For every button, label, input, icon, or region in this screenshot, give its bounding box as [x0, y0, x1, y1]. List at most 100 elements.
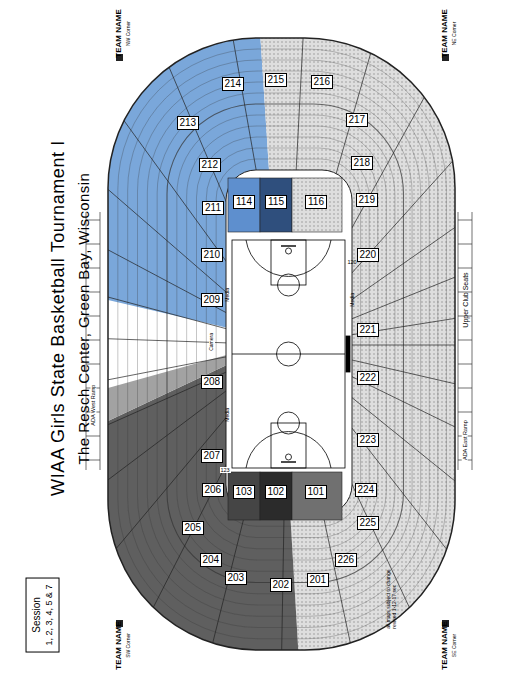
section-label: 207 — [204, 450, 221, 462]
three-point-arc — [246, 432, 331, 468]
section-number: 210 — [201, 248, 224, 262]
section-number: 101 — [305, 485, 328, 499]
rail — [100, 212, 101, 470]
section-number: 207 — [201, 449, 224, 463]
seat-row — [128, 60, 438, 628]
heading-text: TEAM NAME — [439, 621, 451, 669]
free-throw-circle — [278, 274, 300, 296]
heading-text: TEAM NAME — [439, 9, 451, 57]
note-label: Media — [225, 287, 231, 303]
seat-row — [157, 93, 412, 594]
detail-text: 1, 2, 3, 4, 5 & 7 — [42, 584, 54, 645]
section-number: 214 — [222, 77, 245, 91]
detail-text: NE Corner — [451, 9, 458, 57]
heading-text: TEAM NAME — [113, 9, 125, 57]
seat-row — [118, 49, 447, 639]
scorer-table — [346, 336, 350, 372]
section-number: 209 — [201, 293, 224, 307]
section-label: 116 — [308, 196, 324, 208]
section-label: 212 — [202, 159, 219, 171]
section-label: 210 — [204, 249, 221, 261]
basketball-court — [232, 240, 350, 468]
section-number: 114 — [233, 195, 255, 209]
section-number: 103 — [233, 485, 256, 499]
section-number: 225 — [357, 516, 380, 530]
section-label: 205 — [185, 522, 202, 534]
backboard — [281, 461, 296, 462]
rail-tick — [458, 364, 472, 365]
backboard — [281, 245, 296, 246]
section-label: 225 — [360, 517, 377, 529]
section-label: 213 — [180, 117, 197, 129]
detail-text: SW Corner — [125, 621, 132, 669]
seat-row — [206, 148, 369, 538]
section-label: 208 — [204, 376, 221, 388]
corner-markers — [116, 54, 449, 627]
section-number: 206 — [202, 483, 225, 497]
team-name-label: TEAM NAMENE Corner — [438, 7, 459, 59]
seat-rows — [118, 49, 447, 639]
section-number: 211 — [202, 201, 224, 215]
rails — [86, 212, 472, 470]
rail — [458, 212, 459, 470]
section-number: 217 — [346, 113, 369, 127]
section-number: 220 — [357, 248, 380, 262]
section-label: 217 — [349, 114, 366, 126]
section-number: 202 — [270, 578, 293, 592]
floor-block — [260, 472, 292, 520]
key — [271, 240, 306, 285]
seat-row — [187, 126, 387, 560]
section-label: 115 — [268, 196, 284, 208]
section-number: 212 — [199, 158, 222, 172]
section-number: 219 — [356, 193, 379, 207]
floor-block — [260, 178, 292, 232]
court — [232, 240, 345, 468]
team-name-label: TEAM NAMESW Corner — [112, 619, 133, 671]
section-label: 220 — [360, 249, 377, 261]
section-number: 115 — [265, 195, 287, 209]
rail-tick — [458, 244, 472, 245]
note-label: ADA East Ramp — [462, 419, 468, 461]
section-number: 213 — [177, 116, 200, 130]
floor-block — [292, 472, 342, 520]
section-number: 203 — [225, 571, 248, 585]
section-label: 211 — [205, 202, 221, 214]
hoop — [286, 454, 292, 460]
section-number: 205 — [182, 521, 205, 535]
section-number: 116 — [305, 195, 327, 209]
detail-text: SE Corner — [451, 621, 458, 669]
section-label: 101 — [308, 486, 325, 498]
note-label: ADA West Ramp — [90, 384, 96, 427]
arena-outline — [108, 38, 455, 650]
section-label: 218 — [354, 157, 371, 169]
heading-text: Session — [30, 584, 42, 645]
rail-tick — [458, 412, 472, 413]
section-label: 206 — [205, 484, 222, 496]
rail-tick — [458, 268, 472, 269]
section-number: 201 — [307, 573, 330, 587]
section-number: 224 — [355, 483, 378, 497]
floor-block — [228, 472, 260, 520]
section-label: 222 — [360, 372, 377, 384]
floor-block — [292, 178, 342, 232]
section-number: 226 — [335, 553, 358, 567]
section-number: 223 — [357, 433, 380, 447]
detail-text: NW Corner — [125, 9, 132, 57]
arena-inner-outline — [226, 170, 352, 515]
note-label: Upper Club Seats — [461, 271, 469, 328]
section-number: 221 — [357, 323, 380, 337]
section-number: 204 — [200, 553, 223, 567]
section-number: 208 — [201, 375, 224, 389]
note-label: Media — [350, 292, 356, 308]
section-label: 221 — [360, 324, 377, 336]
free-throw-circle — [278, 412, 300, 434]
team-name-label: TEAM NAMESE Corner — [438, 619, 459, 671]
section-number: 215 — [265, 73, 288, 87]
section-label: 224 — [358, 484, 375, 496]
section-label: 215 — [268, 74, 285, 86]
section-label: 203 — [228, 572, 245, 584]
